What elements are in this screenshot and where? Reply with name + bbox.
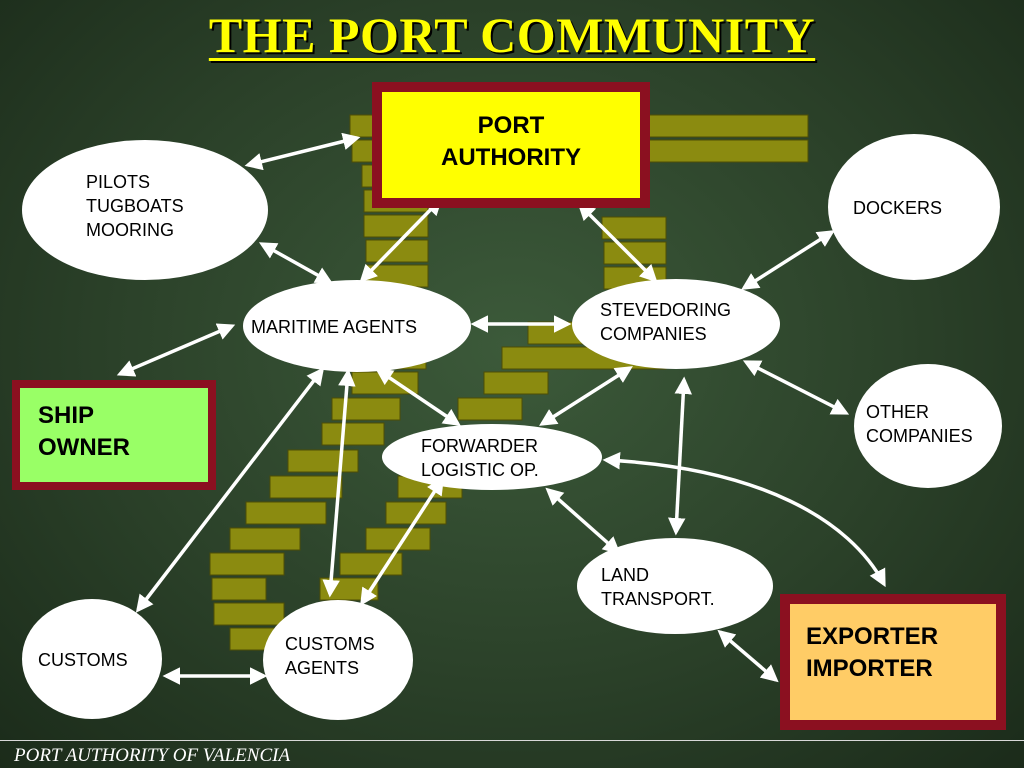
arrow-port-authority-stevedoring: [577, 202, 658, 283]
ship-owner-box: [12, 380, 216, 490]
arrow-forwarder-customs-agents: [360, 477, 444, 606]
customs-agents-label: CUSTOMS AGENTS: [285, 634, 375, 678]
customs-agents-ellipse: [263, 600, 413, 720]
customs-ellipse: [22, 599, 162, 719]
arrow-maritime-customs: [135, 367, 325, 613]
arrow-pilots-maritime: [258, 242, 334, 284]
page-title: THE PORT COMMUNITY: [208, 7, 816, 63]
arrow-forwarder-exporter: [602, 451, 886, 588]
exporter-importer-label: EXPORTER IMPORTER: [806, 623, 939, 682]
pilots-ellipse: [22, 140, 268, 280]
port-authority-box: [372, 82, 650, 208]
stevedoring-label: STEVEDORING COMPANIES: [600, 300, 732, 344]
arrow-stevedoring-other: [742, 360, 850, 415]
land-transport-label: LAND TRANSPORT.: [601, 565, 715, 609]
footer-divider: [0, 740, 1024, 741]
pilots-label: PILOTS TUGBOATS MOORING: [86, 172, 184, 240]
maritime-agents-ellipse: [243, 280, 471, 372]
customs-label: CUSTOMS: [38, 650, 128, 670]
ship-owner-label: SHIP OWNER: [38, 402, 130, 461]
exporter-importer-box: [780, 594, 1006, 730]
arrow-pilots-port-authority: [244, 132, 361, 171]
other-companies-label: OTHER COMPANIES: [866, 402, 973, 446]
footer-text: PORT AUTHORITY OF VALENCIA: [14, 745, 291, 766]
forwarder-ellipse: [382, 424, 602, 490]
arrow-land-exporter: [717, 629, 779, 683]
arrow-maritime-customs-agents: [322, 368, 356, 598]
arrow-forwarder-land: [545, 487, 621, 555]
maritime-agents-label: MARITIME AGENTS: [251, 317, 418, 337]
forwarder-label: FORWARDER LOGISTIC OP.: [421, 436, 539, 480]
port-authority-label: PORT AUTHORITY: [441, 112, 581, 171]
dockers-label: DOCKERS: [853, 198, 943, 218]
arrow-stevedoring-forwarder: [539, 366, 633, 426]
arrow-shipowner-maritime: [116, 323, 236, 377]
arrow-stevedoring-land: [667, 376, 693, 536]
land-transport-ellipse: [577, 538, 773, 634]
dockers-ellipse: [828, 134, 1000, 280]
stevedoring-ellipse: [572, 279, 780, 369]
arrow-port-authority-maritime: [359, 197, 443, 283]
arrow-dockers-stevedoring: [741, 230, 835, 290]
arrow-maritime-forwarder: [375, 368, 461, 426]
arrows: [116, 132, 886, 685]
other-companies-ellipse: [854, 364, 1002, 488]
